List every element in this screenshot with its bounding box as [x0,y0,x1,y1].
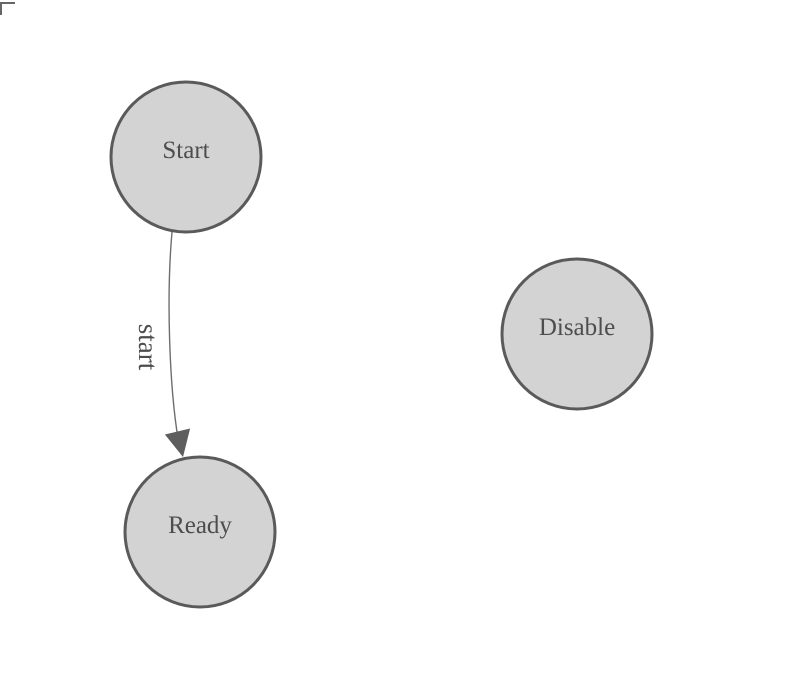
state-circle-start[interactable] [109,80,263,234]
state-node-ready: Ready [123,455,277,609]
state-node-start: Start [109,80,263,234]
state-circle-ready[interactable] [123,455,277,609]
canvas-origin-corner-icon [0,2,15,15]
state-label-disable: Disable [539,314,615,341]
state-circle-disable[interactable] [500,257,654,411]
transition-arrowhead-icon[interactable] [164,428,191,458]
transition-path[interactable] [168,231,178,433]
transition-label[interactable]: start [133,324,163,371]
transition-start-to-ready: start [133,231,191,458]
state-label-start: Start [162,137,209,164]
state-label-ready: Ready [168,512,232,539]
state-node-disable: Disable [500,257,654,411]
